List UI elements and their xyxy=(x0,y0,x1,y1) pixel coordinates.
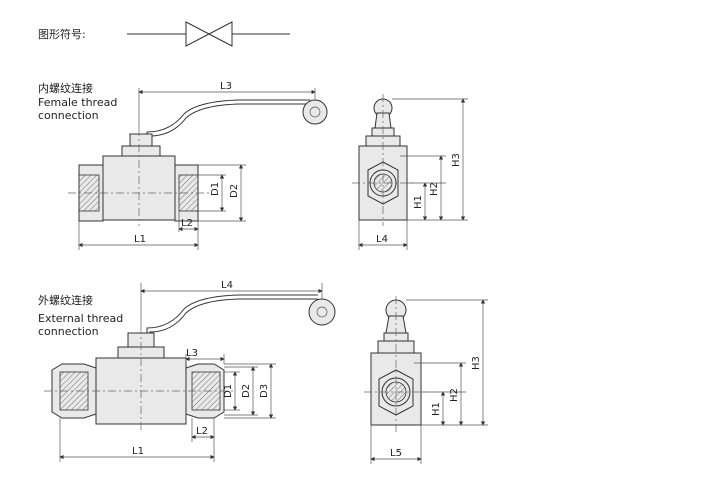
external-side-view xyxy=(364,296,428,432)
dim-external-D2: D2 xyxy=(241,384,252,398)
external-side-dimensions: L5 H1 H2 H3 xyxy=(370,299,488,464)
external-title-cn: 外螺纹连接 xyxy=(38,293,93,307)
dim-external-D3: D3 xyxy=(259,384,270,398)
external-title: 外螺纹连接 External thread connection xyxy=(38,293,123,338)
dim-external-L4: L4 xyxy=(221,280,233,291)
dim-external-D1: D1 xyxy=(223,384,234,398)
dim-external-L1: L1 xyxy=(132,446,144,457)
female-front-view xyxy=(68,99,328,250)
female-title-cn: 内螺纹连接 xyxy=(38,81,93,95)
female-title: 内螺纹连接 Female thread connection xyxy=(38,81,117,122)
external-front-view xyxy=(44,294,336,430)
dim-female-L1: L1 xyxy=(134,234,146,245)
external-title-en-1: External thread xyxy=(38,312,123,325)
female-dimensions: L3 L1 L2 D1 D2 xyxy=(78,81,316,248)
external-title-en-2: connection xyxy=(38,325,99,338)
dim-female-L3: L3 xyxy=(220,81,232,92)
dim-female-H1: H1 xyxy=(413,195,424,209)
female-side-dimensions: L4 H1 H2 H3 xyxy=(358,98,468,250)
dim-female-H2: H2 xyxy=(429,182,440,196)
dim-external-H2: H2 xyxy=(449,388,460,402)
female-title-en-1: Female thread xyxy=(38,96,117,109)
dim-external-L2: L2 xyxy=(196,426,208,437)
dim-female-D2: D2 xyxy=(229,184,240,198)
dim-female-L4: L4 xyxy=(376,234,388,245)
dim-female-H3: H3 xyxy=(451,153,462,167)
symbol-label: 图形符号: xyxy=(38,28,86,41)
dim-external-H1: H1 xyxy=(431,402,442,416)
valve-symbol: 图形符号: xyxy=(38,21,290,47)
dim-female-D1: D1 xyxy=(210,182,221,196)
female-title-en-2: connection xyxy=(38,109,99,122)
dim-external-L5: L5 xyxy=(390,448,402,459)
female-side-view xyxy=(352,94,414,226)
dim-external-L3: L3 xyxy=(186,348,198,359)
dim-external-H3: H3 xyxy=(471,356,482,370)
dim-female-L2: L2 xyxy=(181,218,193,229)
external-dimensions: L4 L3 L1 L2 D1 D2 D3 xyxy=(59,280,323,462)
